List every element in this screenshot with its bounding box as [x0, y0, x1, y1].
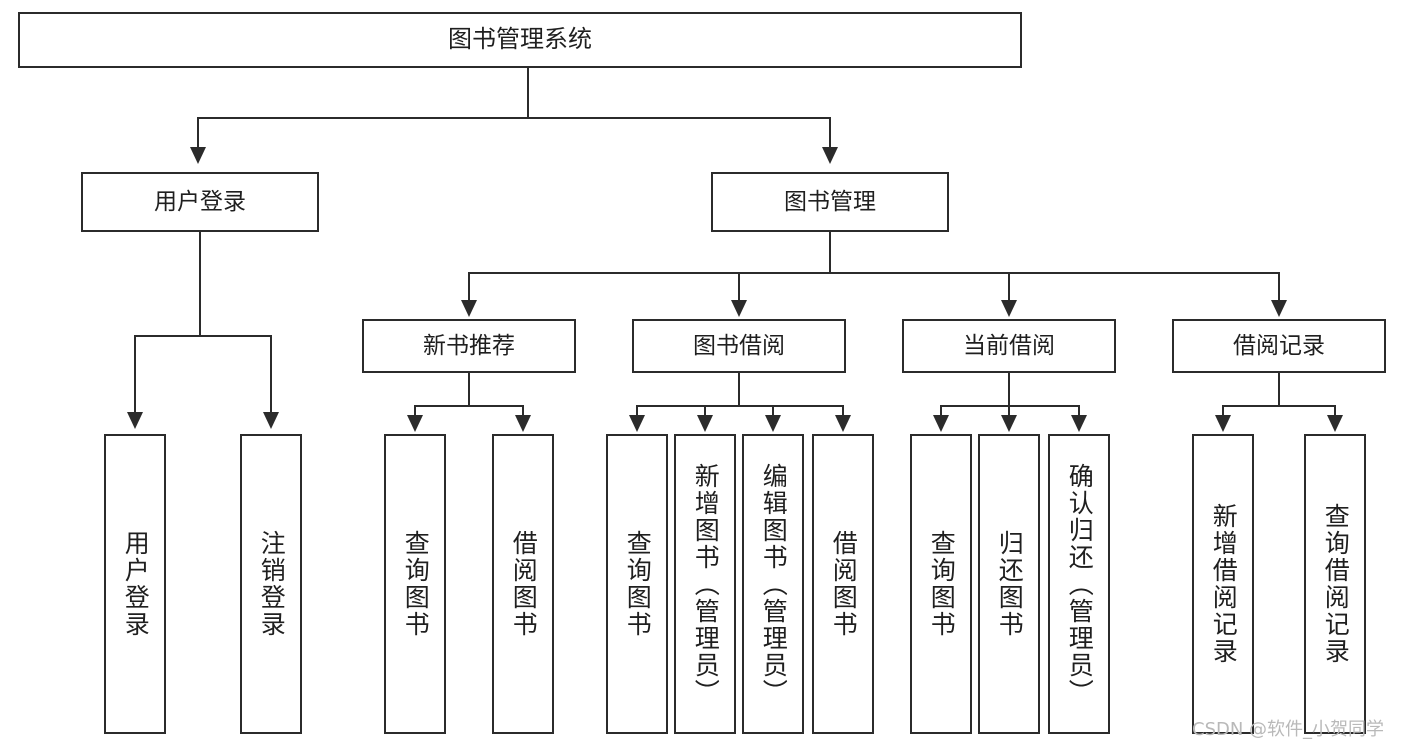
edge-book-borrow-bar: [636, 405, 844, 407]
node-book-management[interactable]: 图书管理: [711, 172, 949, 232]
arrow-leaf-edit-book: [765, 415, 781, 432]
node-label: 新增借阅记录: [1209, 503, 1239, 665]
edge-book-borrow-drop-3: [772, 405, 774, 419]
leaf-edit-book-admin[interactable]: 编辑图书（管理员）: [742, 434, 804, 734]
edge-book-borrow-drop-2: [704, 405, 706, 419]
arrow-leaf-user-login: [127, 412, 143, 429]
node-label: 图书管理: [784, 188, 876, 215]
edge-to-borrow-record: [1278, 272, 1280, 304]
watermark-text: CSDN @软件_小贺同学: [1192, 719, 1385, 740]
node-root-system[interactable]: 图书管理系统: [18, 12, 1022, 68]
leaf-query-book-current[interactable]: 查询图书: [910, 434, 972, 734]
leaf-logout[interactable]: 注销登录: [240, 434, 302, 734]
node-borrow-record[interactable]: 借阅记录: [1172, 319, 1386, 373]
leaf-return-book[interactable]: 归还图书: [978, 434, 1040, 734]
leaf-borrow-book-recommend[interactable]: 借阅图书: [492, 434, 554, 734]
arrow-to-book-borrow: [731, 300, 747, 317]
node-label: 当前借阅: [963, 332, 1055, 359]
node-current-borrow[interactable]: 当前借阅: [902, 319, 1116, 373]
node-label: 新增图书（管理员）: [691, 462, 721, 706]
leaf-query-borrow-record[interactable]: 查询借阅记录: [1304, 434, 1366, 734]
node-user-login[interactable]: 用户登录: [81, 172, 319, 232]
edge-to-current-borrow: [1008, 272, 1010, 304]
arrow-to-user-login: [190, 147, 206, 164]
edge-book-mgmt-bar: [468, 272, 1280, 274]
edge-book-borrow-drop-4: [842, 405, 844, 419]
arrow-to-new-book: [461, 300, 477, 317]
edge-user-login-drop-1: [134, 335, 136, 415]
node-label: 查询借阅记录: [1321, 503, 1351, 665]
edge-new-book-drop-2: [522, 405, 524, 419]
node-label: 借阅记录: [1233, 332, 1325, 359]
arrow-leaf-confirm-return: [1071, 415, 1087, 432]
edge-borrow-record-drop-2: [1334, 405, 1336, 419]
node-label: 确认归还（管理员）: [1065, 462, 1095, 706]
edge-borrow-record-drop-1: [1222, 405, 1224, 419]
arrow-leaf-query-book-1: [407, 415, 423, 432]
edge-to-user-login: [197, 117, 199, 151]
node-label: 图书管理系统: [448, 25, 592, 54]
edge-new-book-drop-1: [414, 405, 416, 419]
arrow-leaf-add-record: [1215, 415, 1231, 432]
node-label: 用户登录: [121, 530, 151, 638]
edge-current-borrow-drop-2: [1008, 405, 1010, 419]
leaf-add-borrow-record[interactable]: 新增借阅记录: [1192, 434, 1254, 734]
arrow-leaf-add-book: [697, 415, 713, 432]
arrow-leaf-query-book-3: [933, 415, 949, 432]
arrow-to-borrow-record: [1271, 300, 1287, 317]
edge-user-login-bar: [134, 335, 272, 337]
arrow-to-book-mgmt: [822, 147, 838, 164]
node-label: 用户登录: [154, 188, 246, 215]
arrow-leaf-borrow-book-2: [835, 415, 851, 432]
edge-borrow-record-bar: [1222, 405, 1336, 407]
node-label: 借阅图书: [829, 530, 859, 638]
edge-current-borrow-trunk: [1008, 373, 1010, 406]
edge-book-mgmt-trunk: [829, 232, 831, 274]
edge-borrow-record-trunk: [1278, 373, 1280, 406]
node-label: 查询图书: [623, 530, 653, 638]
arrow-leaf-query-book-2: [629, 415, 645, 432]
node-label: 编辑图书（管理员）: [759, 462, 789, 706]
edge-user-login-drop-2: [270, 335, 272, 415]
leaf-borrow-book-borrow[interactable]: 借阅图书: [812, 434, 874, 734]
node-label: 查询图书: [927, 530, 957, 638]
edge-current-borrow-drop-3: [1078, 405, 1080, 419]
node-label: 归还图书: [995, 530, 1025, 638]
edge-user-login-trunk: [199, 232, 201, 336]
edge-to-book-borrow: [738, 272, 740, 304]
arrow-to-current-borrow: [1001, 300, 1017, 317]
arrow-leaf-logout: [263, 412, 279, 429]
node-label: 图书借阅: [693, 332, 785, 359]
leaf-query-book-recommend[interactable]: 查询图书: [384, 434, 446, 734]
edge-new-book-trunk: [468, 373, 470, 406]
leaf-user-login[interactable]: 用户登录: [104, 434, 166, 734]
edge-current-borrow-drop-1: [940, 405, 942, 419]
leaf-add-book-admin[interactable]: 新增图书（管理员）: [674, 434, 736, 734]
leaf-confirm-return-admin[interactable]: 确认归还（管理员）: [1048, 434, 1110, 734]
edge-root-bar: [197, 117, 831, 119]
node-label: 查询图书: [401, 530, 431, 638]
node-label: 借阅图书: [509, 530, 539, 638]
edge-root-trunk: [527, 68, 529, 118]
edge-to-book-mgmt: [829, 117, 831, 151]
edge-current-borrow-bar: [940, 405, 1080, 407]
leaf-query-book-borrow[interactable]: 查询图书: [606, 434, 668, 734]
node-label: 新书推荐: [423, 332, 515, 359]
edge-book-borrow-drop-1: [636, 405, 638, 419]
node-label: 注销登录: [257, 530, 287, 638]
edge-book-borrow-trunk: [738, 373, 740, 406]
arrow-leaf-borrow-book-1: [515, 415, 531, 432]
edge-new-book-bar: [414, 405, 524, 407]
node-new-book-recommend[interactable]: 新书推荐: [362, 319, 576, 373]
arrow-leaf-query-record: [1327, 415, 1343, 432]
node-book-borrow[interactable]: 图书借阅: [632, 319, 846, 373]
edge-to-new-book: [468, 272, 470, 304]
arrow-leaf-return-book: [1001, 415, 1017, 432]
